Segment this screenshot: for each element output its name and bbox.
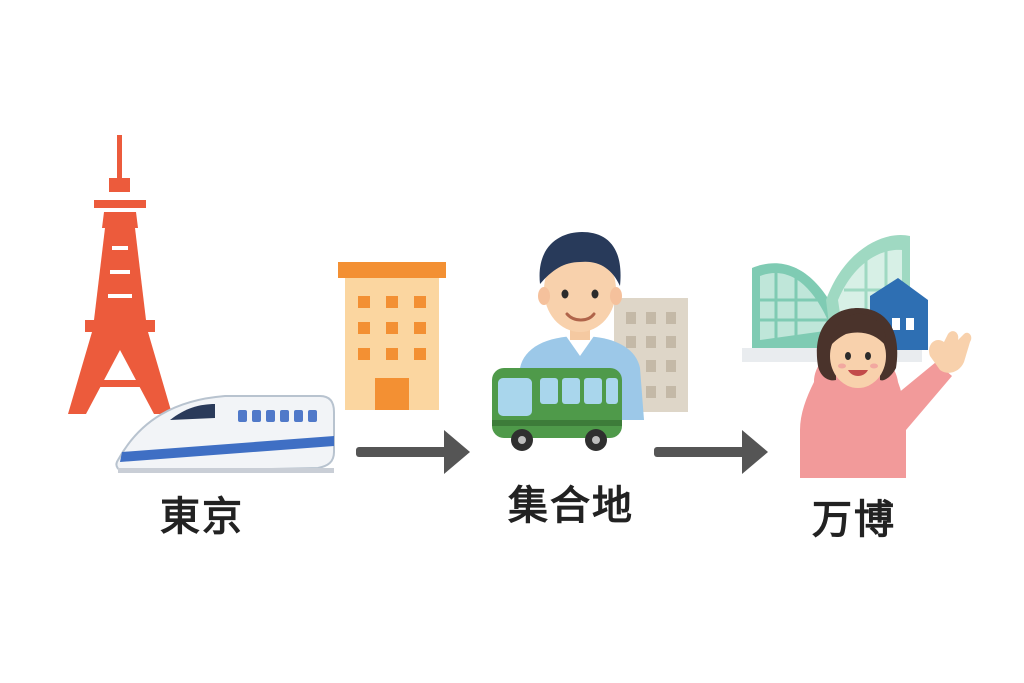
step-label-expo: 万博 <box>812 497 896 543</box>
tower-window-details <box>108 246 132 298</box>
arrow-right-icon <box>654 430 768 474</box>
arrow-right-icon <box>356 430 470 474</box>
step-label-tokyo: 東京 <box>160 494 244 540</box>
bullet-train-icon <box>115 395 335 474</box>
waving-woman-icon <box>800 308 972 478</box>
bus-icon <box>492 368 622 451</box>
hotel-building-icon <box>338 262 446 410</box>
step-label-meeting-point: 集合地 <box>508 483 634 529</box>
tokyo-tower-icon <box>68 135 172 414</box>
